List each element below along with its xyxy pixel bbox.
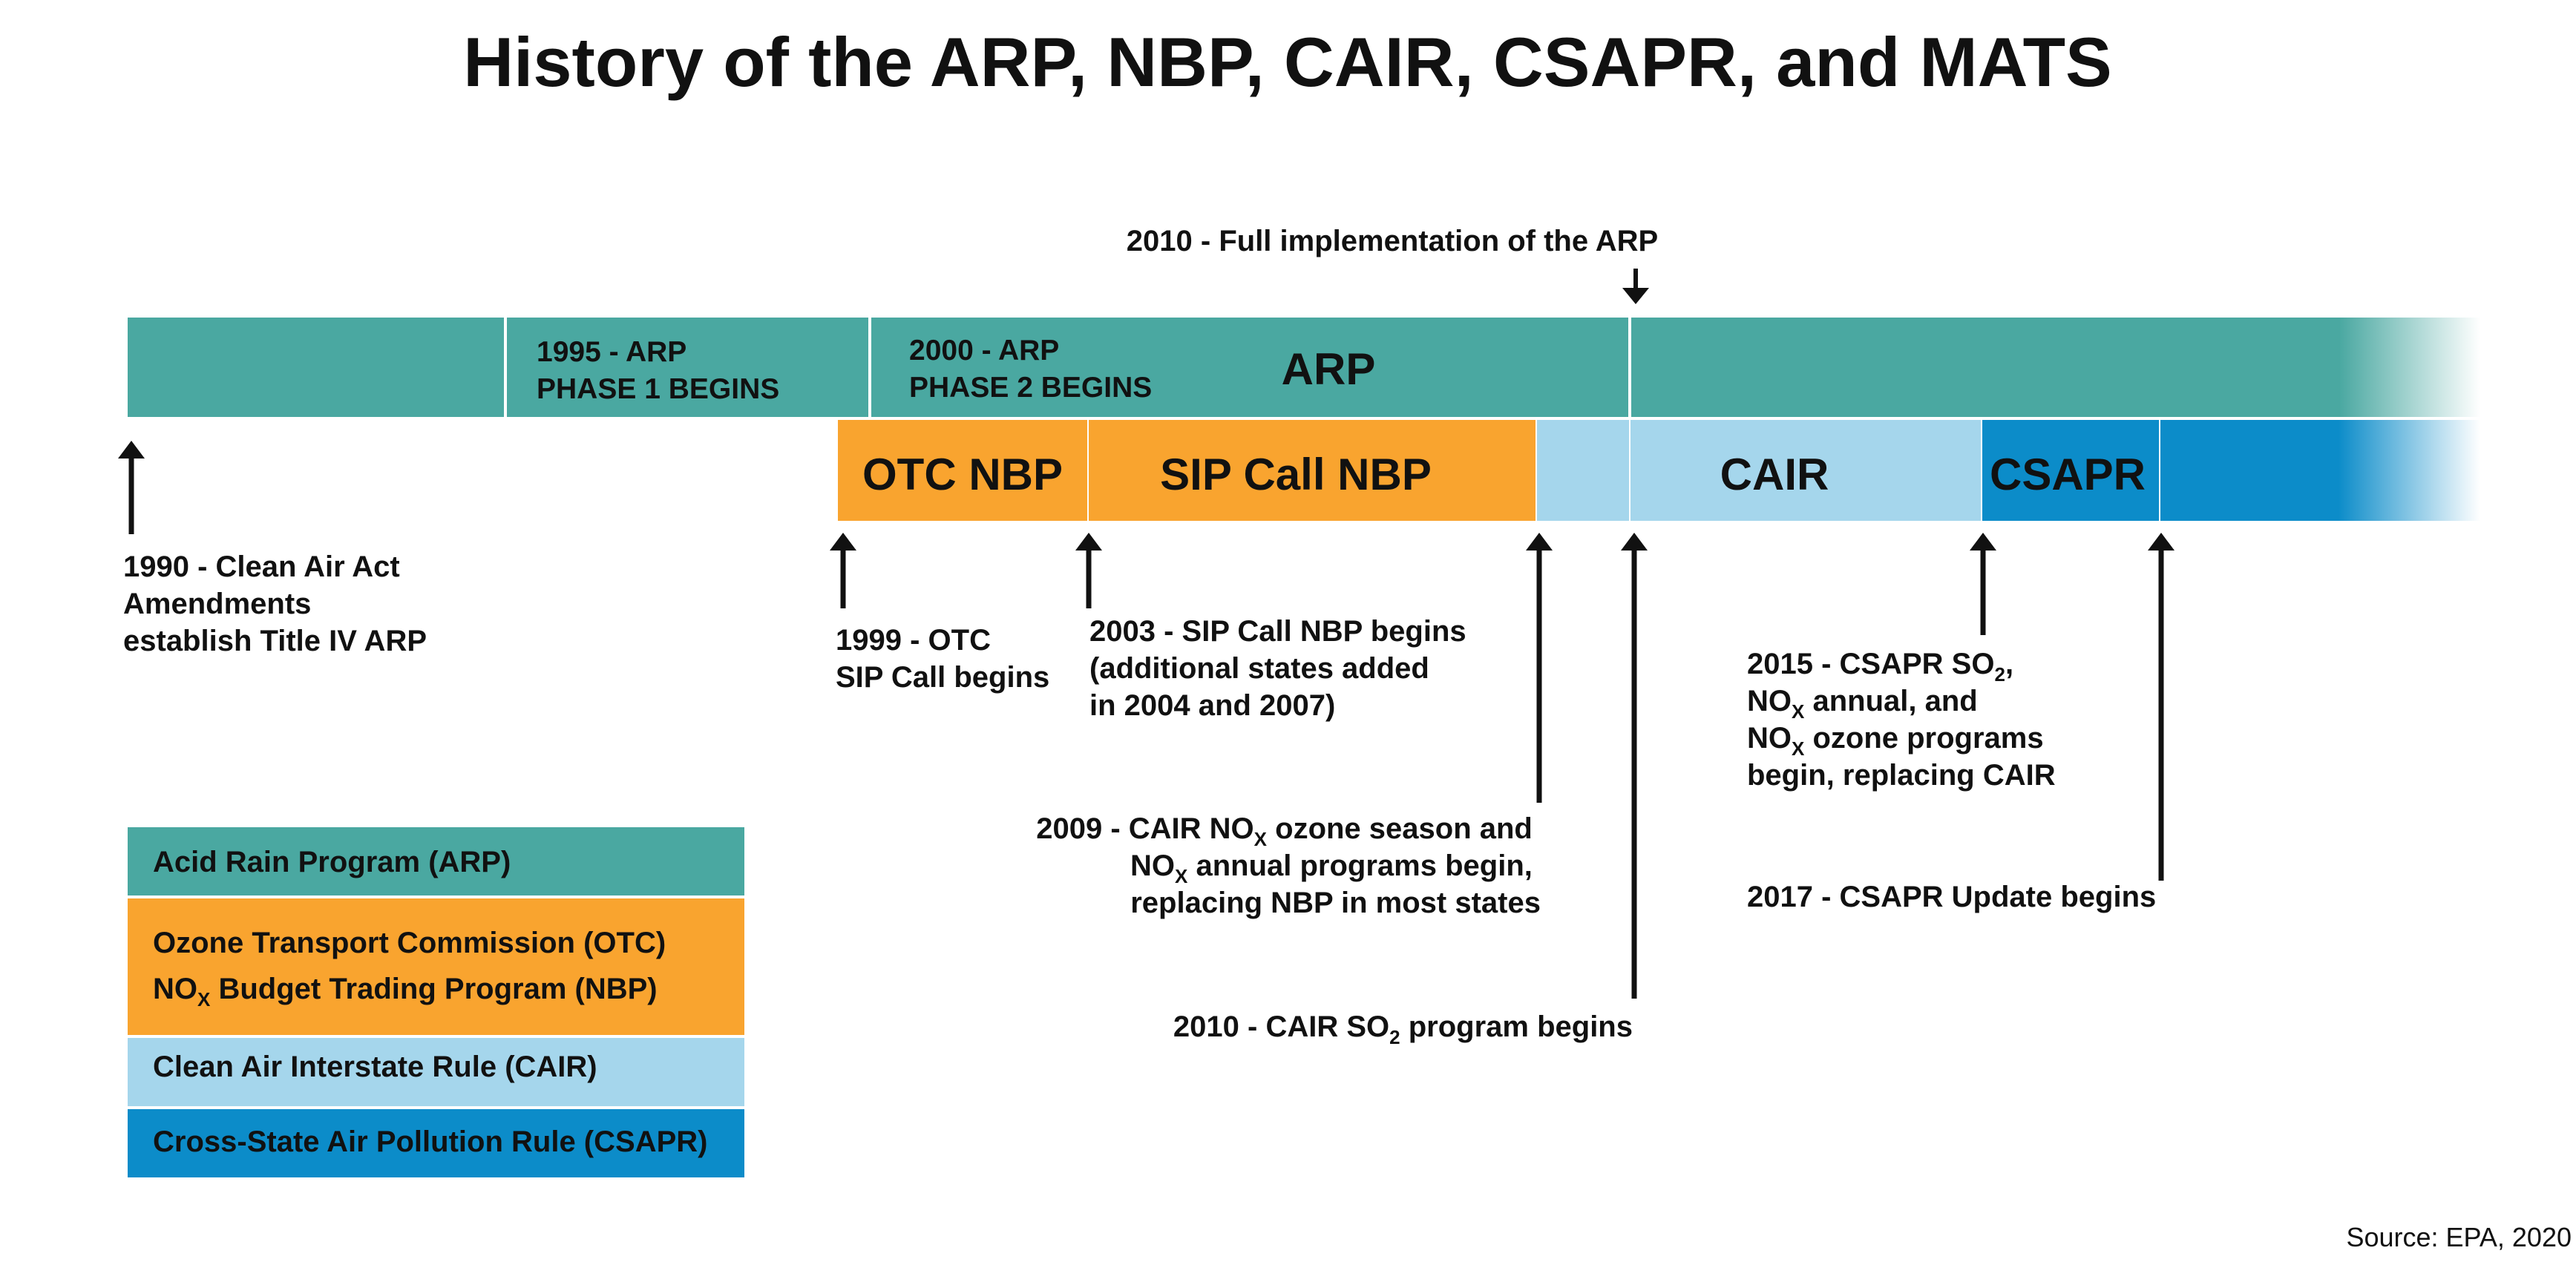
legend-nbp-swatch: [128, 898, 744, 1035]
event-2017-label: 2017 - CSAPR Update begins: [1747, 881, 2156, 913]
sip-call-nbp-label: SIP Call NBP: [1160, 450, 1432, 499]
event-2010-cair-label: 2010 - CAIR SO2 program begins: [1173, 1010, 1633, 1048]
csapr-band-label: CSAPR: [1990, 450, 2146, 499]
event-2010-full-arrowhead: [1622, 288, 1649, 304]
page-title: History of the ARP, NBP, CAIR, CSAPR, an…: [463, 23, 2111, 101]
otc-nbp-label: OTC NBP: [862, 450, 1063, 499]
program-band: [838, 420, 2480, 521]
legend-csapr-label: Cross-State Air Pollution Rule (CSAPR): [153, 1125, 707, 1158]
legend-csapr-swatch: [128, 1109, 744, 1177]
event-1990-label: 1990 - Clean Air Act Amendments establis…: [123, 551, 427, 657]
arp-phase2-label: 2000 - ARP PHASE 2 BEGINS: [909, 335, 1152, 404]
arp-band-label: ARP: [1282, 344, 1376, 394]
legend-arp-swatch: [128, 827, 744, 895]
legend-nbp-label: Ozone Transport Commission (OTC) NOX Bud…: [153, 927, 674, 1010]
arp-band: [128, 318, 2480, 417]
event-2015-label: 2015 - CSAPR SO2, NOX annual, and NOX oz…: [1747, 648, 2056, 792]
source-note: Source: EPA, 2020: [2346, 1222, 2572, 1252]
event-1999-label: 1999 - OTC SIP Call begins: [836, 624, 1049, 694]
legend-cair-label: Clean Air Interstate Rule (CAIR): [153, 1051, 597, 1083]
legend-arp-label: Acid Rain Program (ARP): [153, 846, 511, 878]
legend-cair-swatch: [128, 1038, 744, 1106]
event-2003-label: 2003 - SIP Call NBP begins (additional s…: [1089, 615, 1475, 722]
legend: [128, 827, 744, 1177]
arp-phase1-label: 1995 - ARP PHASE 1 BEGINS: [537, 336, 779, 405]
event-2009-label: 2009 - CAIR NOX ozone season and NOX ann…: [1036, 812, 1541, 919]
cair-band-label: CAIR: [1720, 450, 1829, 499]
event-2010-full-label: 2010 - Full implementation of the ARP: [1127, 225, 1658, 257]
event-arrows: [118, 441, 2174, 999]
